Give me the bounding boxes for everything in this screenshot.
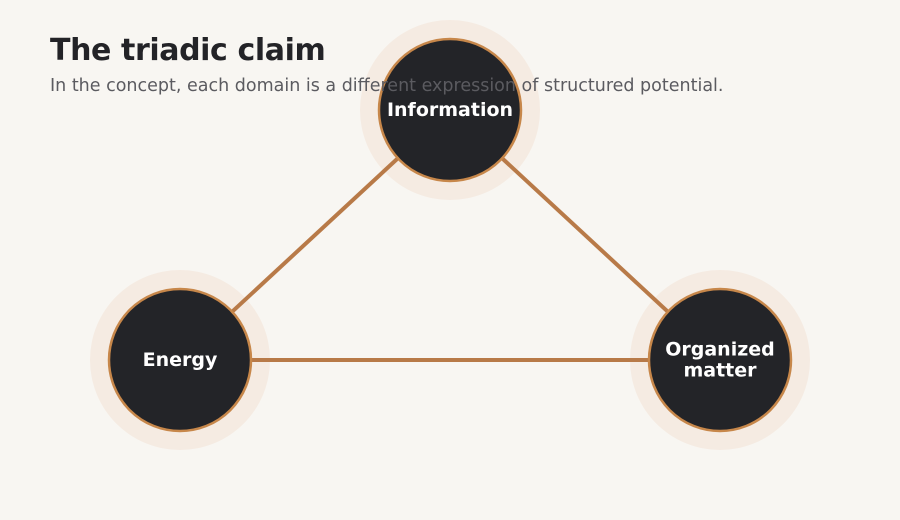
energy-label-line-0: Energy [143,349,218,371]
organized-matter-circle [647,287,793,433]
information-circle [377,37,523,183]
node-energy: Energy [107,287,253,433]
organized-matter-label-line-1: matter [683,360,757,382]
organized-matter-label-line-0: Organized [665,339,775,361]
information-label-line-0: Information [387,99,513,121]
slide-subtitle: In the concept, each domain is a differe… [50,76,724,96]
energy-circle [107,287,253,433]
node-information: Information [377,37,523,183]
slide-title: The triadic claim [50,33,326,68]
